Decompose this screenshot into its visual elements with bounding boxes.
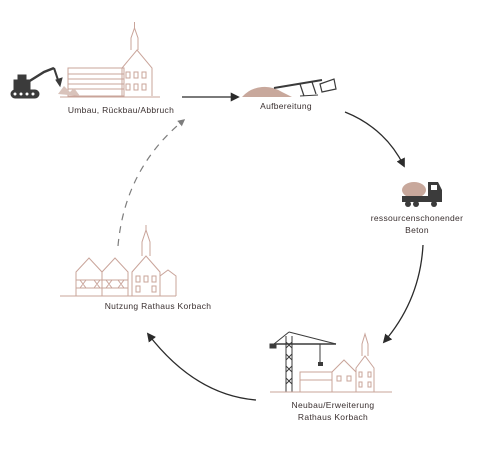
conveyor-pile-icon [242,78,337,97]
town-hall-icon [60,225,177,297]
label-construction: Neubau/Erweiterung Rathaus Korbach [268,399,398,423]
label-construction-line2: Rathaus Korbach [297,412,369,422]
label-concrete-line1: ressourcenschonender [370,213,464,223]
excavator-demolition-icon [10,22,160,99]
label-concrete-line2: Beton [405,225,429,235]
arrow-usage-to-demolition [117,119,186,247]
concrete-mixer-truck-icon [402,182,442,207]
label-demolition: Umbau, Rückbau/Abbruch [67,105,175,115]
arrow-construction-to-usage [146,332,257,401]
label-processing: Aufbereitung [260,101,312,111]
label-construction-line1: Neubau/Erweiterung [291,400,375,410]
arrow-concrete-to-construction [382,244,424,344]
crane-construction-icon [269,331,392,393]
label-usage: Nutzung Rathaus Korbach [104,301,212,311]
label-concrete: ressourcenschonender Beton [362,212,472,236]
arrow-processing-to-concrete [344,111,405,168]
